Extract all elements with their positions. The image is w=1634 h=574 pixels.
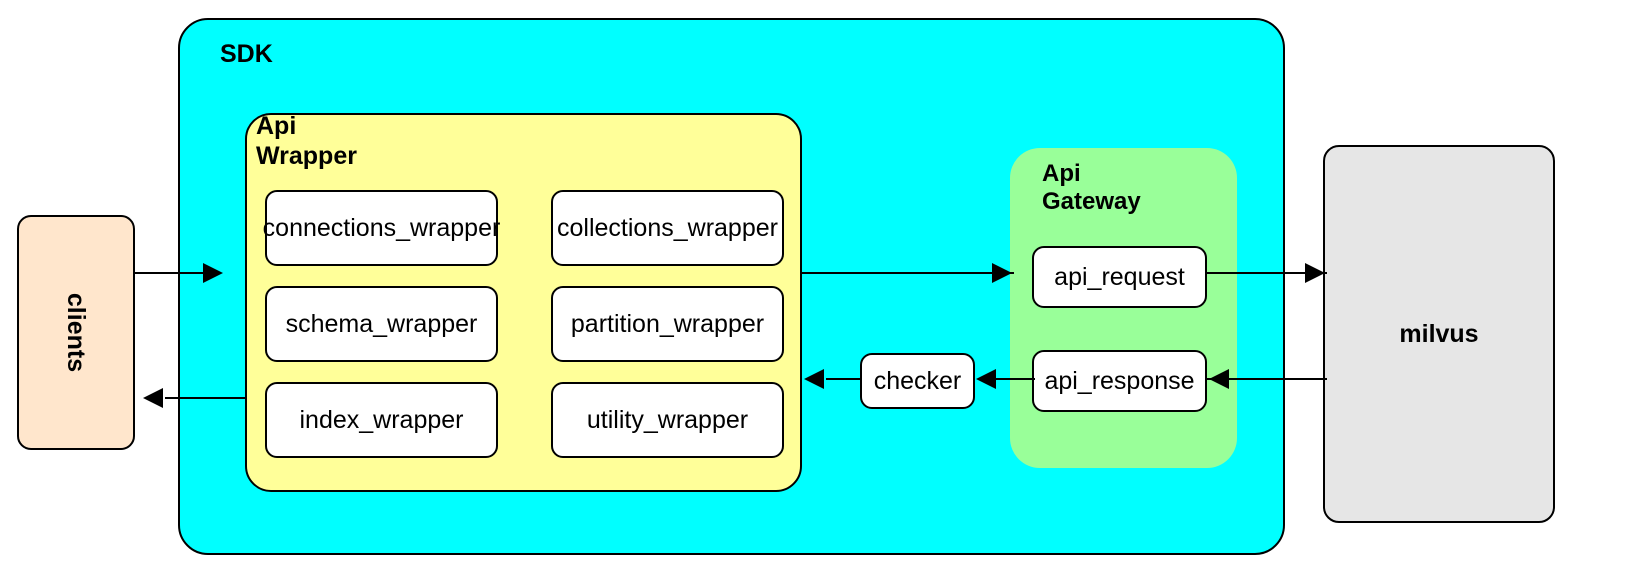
connector-api-request-to-milvus-arrowhead-icon xyxy=(1305,263,1325,283)
connections-wrapper-box[interactable]: connections_wrapper xyxy=(262,190,501,266)
sdk-label: SDK xyxy=(220,40,273,68)
schema-wrapper-box[interactable]: schema_wrapper xyxy=(265,286,498,362)
utility-wrapper-label: utility_wrapper xyxy=(586,405,749,434)
milvus-label: milvus xyxy=(1399,319,1479,348)
milvus-box[interactable]: milvus xyxy=(1323,145,1555,523)
schema-wrapper-label: schema_wrapper xyxy=(285,309,478,338)
collections-wrapper-box[interactable]: collections_wrapper xyxy=(551,190,784,266)
api-request-box[interactable]: api_request xyxy=(1032,246,1207,308)
api-request-label: api_request xyxy=(1054,262,1185,291)
api-response-label: api_response xyxy=(1044,366,1195,395)
api-gateway-label: Api Gateway xyxy=(1042,160,1141,216)
partition-wrapper-box[interactable]: partition_wrapper xyxy=(551,286,784,362)
clients-label: clients xyxy=(62,292,91,373)
connector-checker-to-api-wrapper-line xyxy=(826,378,862,380)
connector-milvus-to-api-response-arrowhead-icon xyxy=(1209,369,1229,389)
api-response-box[interactable]: api_response xyxy=(1032,350,1207,412)
checker-box[interactable]: checker xyxy=(860,353,975,409)
connector-api-request-to-milvus-line xyxy=(1207,272,1327,274)
connector-api-wrapper-to-api-request-arrowhead-icon xyxy=(992,263,1012,283)
index-wrapper-box[interactable]: index_wrapper xyxy=(265,382,498,458)
connector-clients-to-sdk-arrowhead-icon xyxy=(203,263,223,283)
index-wrapper-label: index_wrapper xyxy=(299,405,464,434)
connector-api-response-to-checker-line xyxy=(980,378,1035,380)
connections-wrapper-label: connections_wrapper xyxy=(262,213,501,242)
collections-wrapper-label: collections_wrapper xyxy=(557,213,778,242)
connector-checker-to-api-wrapper-arrowhead-icon xyxy=(804,369,824,389)
api-wrapper-label: Api Wrapper xyxy=(256,112,357,170)
connector-api-wrapper-to-api-request-line xyxy=(802,272,1014,274)
partition-wrapper-label: partition_wrapper xyxy=(570,309,765,338)
clients-box[interactable]: clients xyxy=(17,215,135,450)
connector-clients-to-sdk-line xyxy=(135,272,220,274)
checker-label: checker xyxy=(873,366,962,395)
connector-sdk-to-clients-arrowhead-icon xyxy=(143,388,163,408)
connector-api-response-to-checker-arrowhead-icon xyxy=(976,369,996,389)
utility-wrapper-box[interactable]: utility_wrapper xyxy=(551,382,784,458)
connector-milvus-to-api-response-line xyxy=(1207,378,1327,380)
connector-sdk-to-clients-line xyxy=(165,397,247,399)
api-gateway-container xyxy=(1010,148,1237,468)
